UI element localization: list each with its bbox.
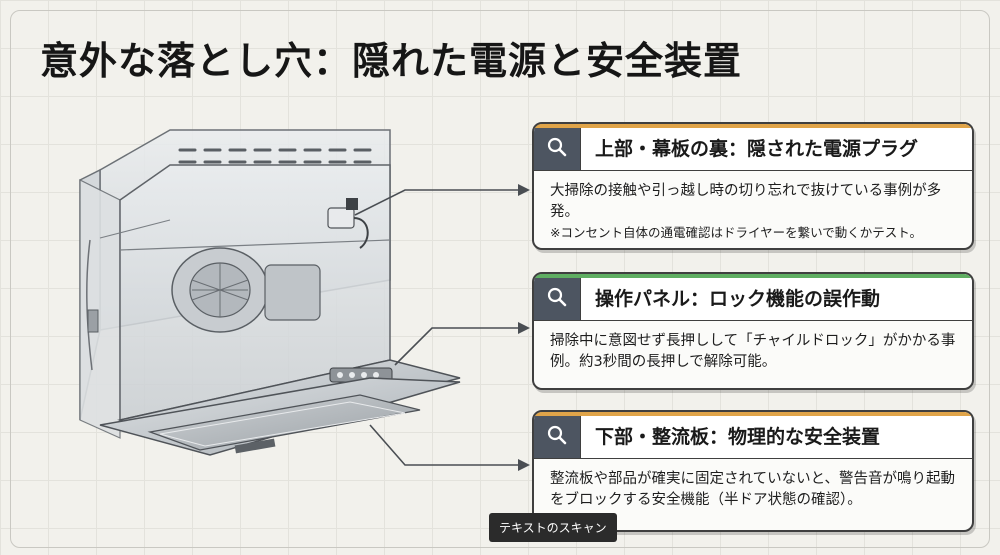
range-hood-illustration (79, 129, 461, 456)
card-heading: 操作パネル：ロック機能の誤作動 (595, 287, 881, 310)
page-title: 意外な落とし穴：隠れた電源と安全装置 (40, 39, 743, 83)
info-card-control-lock: 操作パネル：ロック機能の誤作動 掃除中に意図せず長押しして「チャイルドロック」が… (532, 272, 974, 390)
rectifier-plate (147, 394, 421, 451)
card-body-text: 掃除中に意図せず長押しして「チャイルドロック」がかかる事例。約3秒間の長押しで解… (550, 333, 956, 370)
card-header: 下部・整流板：物理的な安全装置 (534, 412, 972, 459)
search-icon (534, 274, 581, 320)
scan-text-tooltip[interactable]: テキストのスキャン (489, 513, 617, 542)
card-body: 整流板や部品が確実に固定されていないと、警告音が鳴り起動をブロックする安全機能（… (534, 459, 972, 519)
card-body-text: 大掃除の接触や引っ越し時の切り忘れで抜けている事例が多発。 (550, 183, 942, 220)
card-heading: 上部・幕板の裏：隠された電源プラグ (595, 137, 919, 160)
vent-slots (178, 148, 372, 164)
card-body-text: 整流板や部品が確実に固定されていないと、警告音が鳴り起動をブロックする安全機能（… (550, 471, 955, 508)
card-accent-bar (534, 412, 972, 416)
search-icon (534, 412, 581, 458)
card-accent-bar (534, 274, 972, 278)
power-plug-icon (327, 198, 369, 249)
card-accent-bar (534, 124, 972, 128)
card-heading: 下部・整流板：物理的な安全装置 (595, 425, 881, 448)
fan-motor (171, 247, 321, 333)
info-card-power-plug: 上部・幕板の裏：隠された電源プラグ 大掃除の接触や引っ越し時の切り忘れで抜けてい… (532, 122, 974, 250)
card-body: 掃除中に意図せず長押しして「チャイルドロック」がかかる事例。約3秒間の長押しで解… (534, 321, 972, 381)
card-note: ※コンセント自体の通電確認はドライヤーを繋いで動くかテスト。 (550, 225, 922, 240)
search-icon (534, 124, 581, 170)
card-header: 上部・幕板の裏：隠された電源プラグ (534, 124, 972, 171)
card-body: 大掃除の接触や引っ越し時の切り忘れで抜けている事例が多発。 ※コンセント自体の通… (534, 171, 972, 248)
info-card-safety-device: 下部・整流板：物理的な安全装置 整流板や部品が確実に固定されていないと、警告音が… (532, 410, 974, 532)
card-header: 操作パネル：ロック機能の誤作動 (534, 274, 972, 321)
